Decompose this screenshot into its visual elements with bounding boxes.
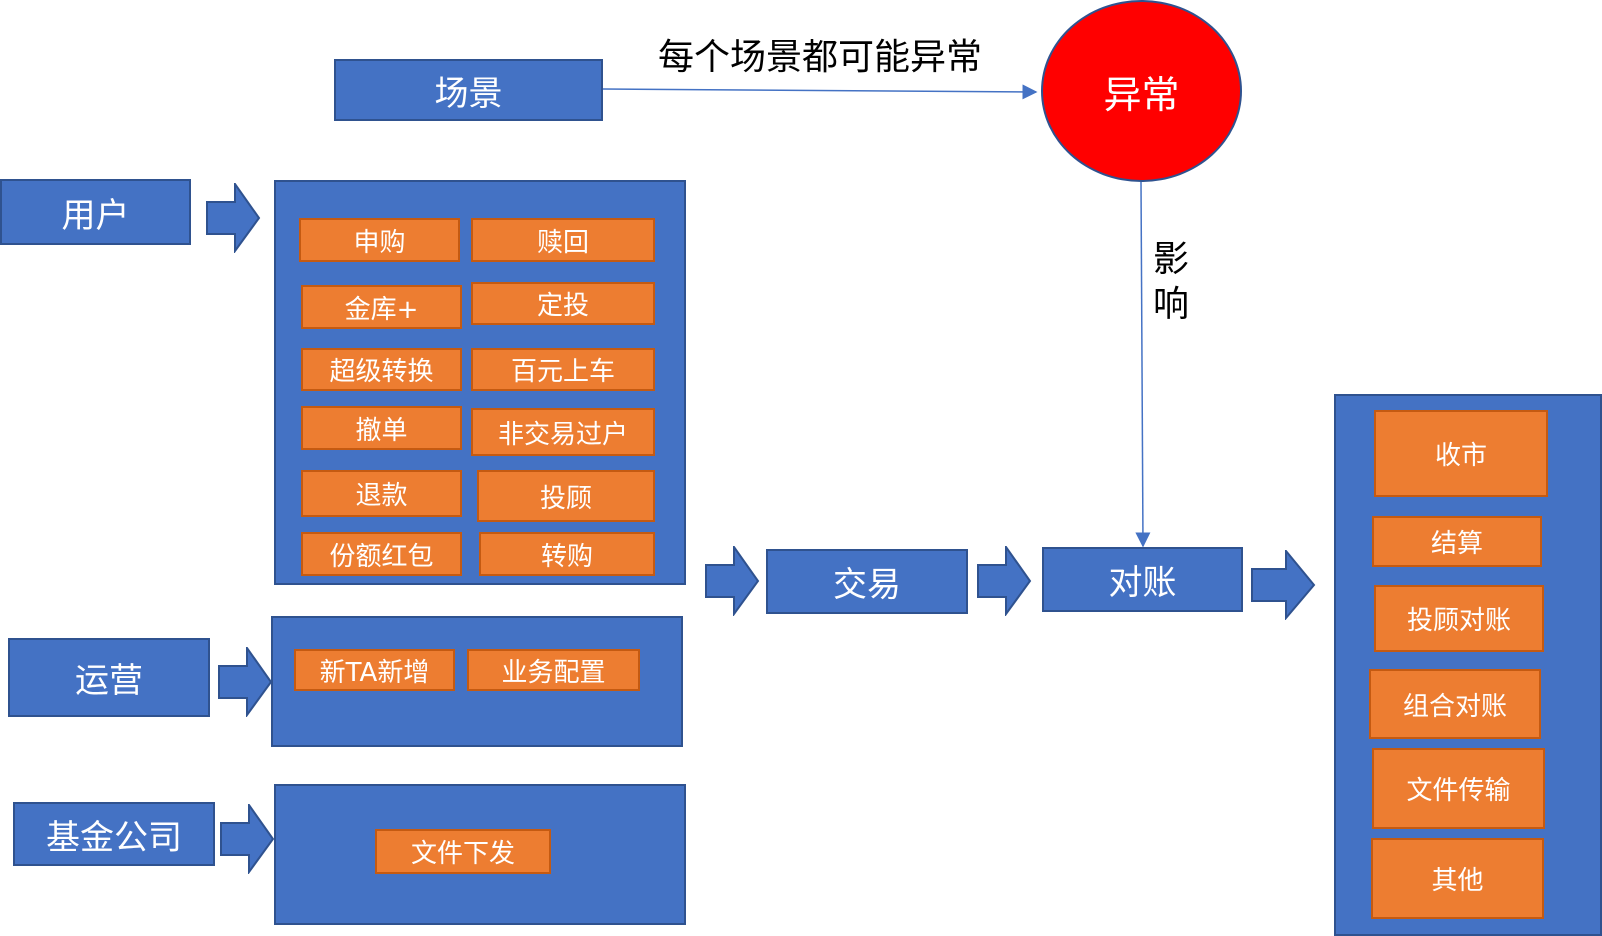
result-item: 投顾对账 [1374, 585, 1544, 652]
trade-box: 交易 [766, 549, 968, 614]
user-item: 金库+ [301, 285, 462, 329]
result-item: 组合对账 [1369, 669, 1541, 739]
user-item: 申购 [299, 218, 460, 262]
anomaly-circle: 异常 [1041, 0, 1242, 182]
user-item: 非交易过户 [471, 408, 655, 456]
user-item: 超级转换 [301, 348, 462, 391]
user-item: 赎回 [471, 218, 655, 262]
user-item: 撤单 [301, 406, 462, 450]
recon-box: 对账 [1042, 547, 1243, 612]
fund-arrow [220, 804, 275, 874]
user-item: 百元上车 [471, 348, 655, 391]
result-item: 文件传输 [1372, 748, 1545, 829]
user-box: 用户 [0, 179, 191, 245]
user-item: 投顾 [477, 470, 655, 522]
user-item: 退款 [301, 470, 462, 517]
result-item: 结算 [1372, 516, 1542, 567]
to-trade-arrow [705, 546, 760, 616]
fund-item: 文件下发 [375, 829, 551, 874]
scene-box: 场景 [334, 59, 603, 121]
fund-company-box: 基金公司 [13, 802, 215, 866]
influence-label-2: 响 [1153, 284, 1190, 325]
to-recon-arrow [977, 546, 1032, 616]
user-arrow [206, 183, 261, 253]
anomaly-to-recon-line [1135, 181, 1151, 548]
scene-to-anomaly-line [602, 84, 1038, 100]
ops-arrow [218, 647, 273, 717]
ops-box: 运营 [8, 638, 210, 717]
user-item: 定投 [471, 282, 655, 325]
ops-item: 业务配置 [467, 649, 640, 691]
influence-label-1: 影 [1153, 239, 1190, 280]
to-result-arrow [1251, 550, 1316, 620]
user-item: 转购 [479, 532, 655, 576]
annotation-every-scene: 每个场景都可能异常 [658, 37, 983, 78]
user-item: 份额红包 [301, 532, 462, 576]
ops-item: 新TA新增 [294, 649, 455, 691]
result-item: 其他 [1371, 838, 1544, 919]
result-item: 收市 [1374, 410, 1548, 497]
